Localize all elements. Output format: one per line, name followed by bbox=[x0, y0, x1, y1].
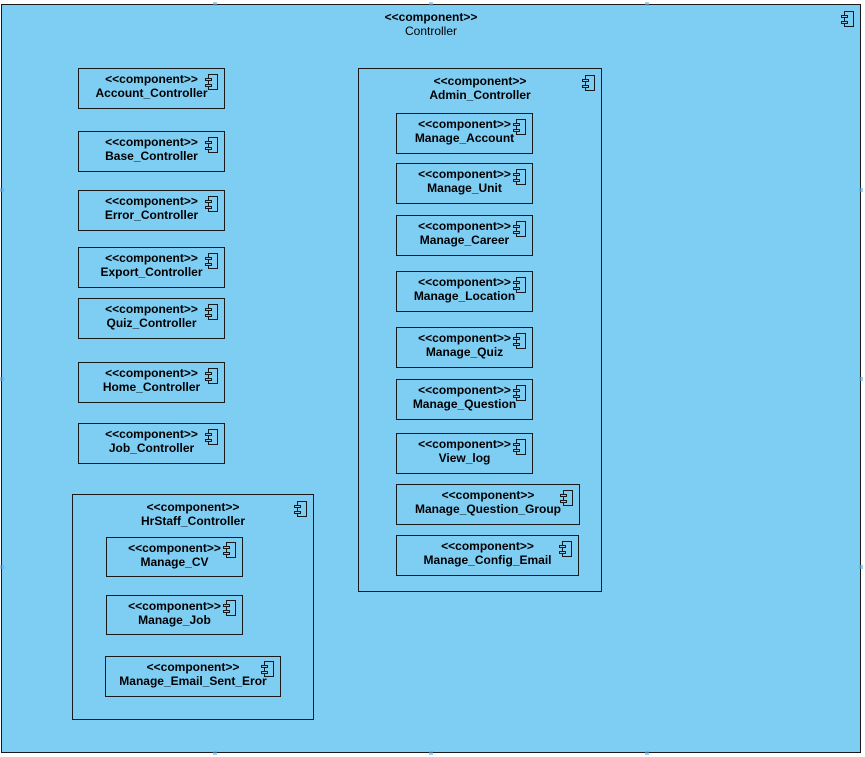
component-name: View_log bbox=[438, 451, 491, 465]
stereotype-label: <<component>> bbox=[128, 541, 221, 555]
component-job-controller[interactable]: <<component>>Job_Controller bbox=[78, 423, 225, 464]
component-name: Manage_Question_Group bbox=[414, 502, 562, 516]
component-name: Manage_Config_Email bbox=[423, 553, 552, 567]
stereotype-label: <<component>> bbox=[384, 10, 478, 24]
stereotype-label: <<component>> bbox=[418, 167, 511, 181]
stereotype-label: <<component>> bbox=[418, 219, 511, 233]
component-name: Manage_CV bbox=[140, 555, 209, 569]
resize-handle[interactable] bbox=[0, 565, 4, 569]
component-icon bbox=[205, 253, 218, 269]
component-view-log[interactable]: <<component>>View_log bbox=[396, 433, 533, 474]
component-icon bbox=[513, 221, 526, 237]
component-icon bbox=[205, 196, 218, 212]
stereotype-label: <<component>> bbox=[146, 500, 240, 514]
stereotype-label: <<component>> bbox=[418, 331, 511, 345]
component-name: Job_Controller bbox=[108, 441, 195, 455]
component-name: HrStaff_Controller bbox=[140, 514, 245, 528]
component-name: Manage_Email_Sent_Eror bbox=[119, 674, 267, 688]
stereotype-label: <<component>> bbox=[433, 74, 527, 88]
component-quiz-controller[interactable]: <<component>>Quiz_Controller bbox=[78, 298, 225, 339]
component-manage-question-group[interactable]: <<component>>Manage_Question_Group bbox=[396, 484, 580, 525]
resize-handle[interactable] bbox=[859, 377, 863, 381]
component-icon bbox=[261, 661, 274, 677]
component-manage-config-email[interactable]: <<component>>Manage_Config_Email bbox=[396, 535, 579, 576]
stereotype-label: <<component>> bbox=[128, 599, 221, 613]
stereotype-label: <<component>> bbox=[105, 366, 198, 380]
component-icon bbox=[559, 541, 572, 557]
component-error-controller[interactable]: <<component>>Error_Controller bbox=[78, 190, 225, 231]
component-icon bbox=[513, 439, 526, 455]
stereotype-label: <<component>> bbox=[105, 135, 198, 149]
stereotype-label: <<component>> bbox=[418, 275, 511, 289]
component-name: Manage_Quiz bbox=[425, 345, 504, 359]
component-icon bbox=[513, 169, 526, 185]
component-name: Account_Controller bbox=[95, 86, 208, 100]
stereotype-label: <<component>> bbox=[418, 383, 511, 397]
resize-handle[interactable] bbox=[859, 188, 863, 192]
component-icon bbox=[560, 490, 573, 506]
stereotype-label: <<component>> bbox=[105, 251, 198, 265]
component-name: Controller bbox=[404, 24, 458, 38]
component-name: Quiz_Controller bbox=[106, 316, 197, 330]
component-manage-quiz[interactable]: <<component>>Manage_Quiz bbox=[396, 327, 533, 368]
stereotype-label: <<component>> bbox=[105, 302, 198, 316]
component-name: Manage_Location bbox=[413, 289, 516, 303]
component-icon bbox=[205, 368, 218, 384]
component-manage-location[interactable]: <<component>>Manage_Location bbox=[396, 271, 533, 312]
stereotype-label: <<component>> bbox=[146, 660, 240, 674]
resize-handle[interactable] bbox=[429, 751, 433, 755]
stereotype-label: <<component>> bbox=[441, 539, 534, 553]
component-icon bbox=[513, 333, 526, 349]
component-name: Home_Controller bbox=[102, 380, 201, 394]
component-icon bbox=[513, 385, 526, 401]
resize-handle[interactable] bbox=[0, 377, 4, 381]
component-icon bbox=[205, 137, 218, 153]
component-manage-email-sent-eror[interactable]: <<component>>Manage_Email_Sent_Eror bbox=[105, 656, 281, 697]
component-manage-career[interactable]: <<component>>Manage_Career bbox=[396, 215, 533, 256]
stereotype-label: <<component>> bbox=[105, 427, 198, 441]
component-home-controller[interactable]: <<component>>Home_Controller bbox=[78, 362, 225, 403]
component-manage-job[interactable]: <<component>>Manage_Job bbox=[106, 595, 243, 635]
component-icon bbox=[205, 74, 218, 90]
component-name: Manage_Job bbox=[138, 613, 211, 627]
component-name: Manage_Question bbox=[412, 397, 517, 411]
resize-handle[interactable] bbox=[213, 2, 217, 6]
component-manage-account[interactable]: <<component>>Manage_Account bbox=[396, 113, 533, 154]
resize-handle[interactable] bbox=[645, 751, 649, 755]
resize-handle[interactable] bbox=[859, 565, 863, 569]
component-name: Manage_Account bbox=[414, 131, 515, 145]
component-name: Export_Controller bbox=[100, 265, 203, 279]
resize-handle[interactable] bbox=[0, 188, 4, 192]
component-account-controller[interactable]: <<component>>Account_Controller bbox=[78, 68, 225, 109]
stereotype-label: <<component>> bbox=[418, 437, 511, 451]
component-icon bbox=[223, 542, 236, 558]
component-icon bbox=[841, 11, 854, 27]
component-base-controller[interactable]: <<component>>Base_Controller bbox=[78, 131, 225, 172]
component-name: Error_Controller bbox=[104, 208, 199, 222]
component-icon bbox=[582, 75, 595, 91]
component-manage-unit[interactable]: <<component>>Manage_Unit bbox=[396, 163, 533, 204]
component-export-controller[interactable]: <<component>>Export_Controller bbox=[78, 247, 225, 288]
component-manage-question[interactable]: <<component>>Manage_Question bbox=[396, 379, 533, 420]
component-manage-cv[interactable]: <<component>>Manage_CV bbox=[106, 537, 243, 577]
stereotype-label: <<component>> bbox=[441, 488, 535, 502]
component-name: Admin_Controller bbox=[429, 88, 531, 102]
component-icon bbox=[513, 119, 526, 135]
resize-handle[interactable] bbox=[213, 751, 217, 755]
component-name: Manage_Unit bbox=[427, 181, 502, 195]
resize-handle[interactable] bbox=[645, 2, 649, 6]
stereotype-label: <<component>> bbox=[105, 194, 198, 208]
component-icon bbox=[205, 304, 218, 320]
stereotype-label: <<component>> bbox=[418, 117, 511, 131]
component-icon bbox=[513, 277, 526, 293]
stereotype-label: <<component>> bbox=[105, 72, 198, 86]
component-icon bbox=[223, 600, 236, 616]
component-icon bbox=[205, 429, 218, 445]
component-icon bbox=[294, 501, 307, 517]
component-name: Base_Controller bbox=[105, 149, 198, 163]
component-name: Manage_Career bbox=[419, 233, 510, 247]
resize-handle[interactable] bbox=[429, 2, 433, 6]
